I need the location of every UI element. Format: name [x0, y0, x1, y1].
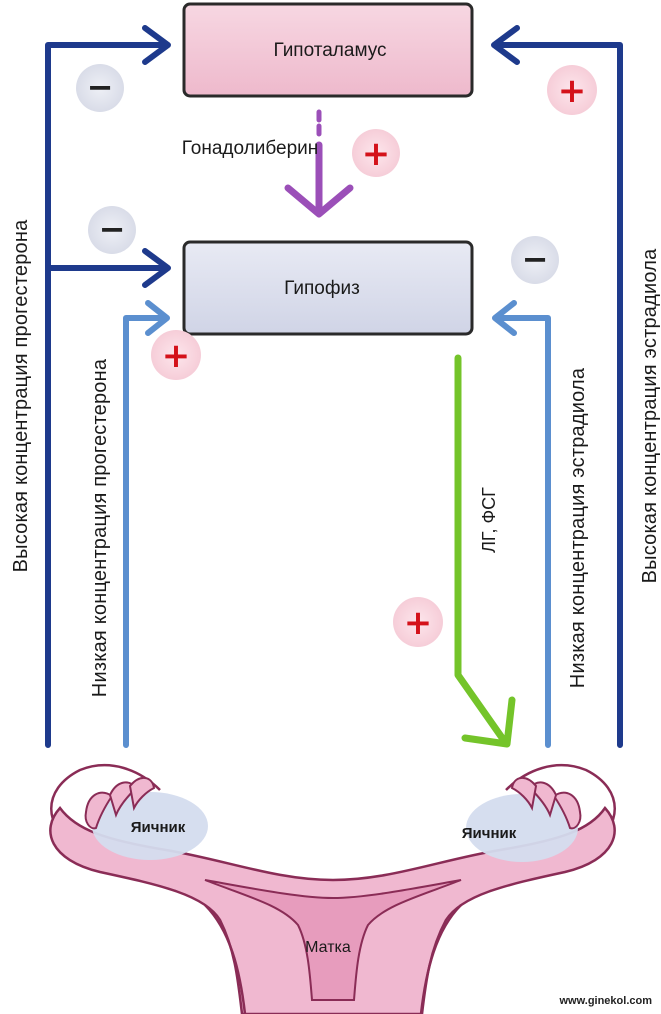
gnrh-arrowhead: [284, 184, 354, 218]
pituitary-node: Гипофиз: [182, 240, 474, 336]
uterus-outline-right: [419, 904, 462, 1014]
lh-fsh-arrowhead: [461, 696, 516, 748]
low-estradiol-label: Низкая концентрация эстрадиола: [567, 367, 589, 688]
uterus-label: Матка: [305, 939, 351, 956]
lh-fsh-label: ЛГ, ФСГ: [479, 487, 499, 553]
hypothalamus-node: Гипоталамус: [182, 2, 474, 98]
high-estradiol-feedback: [491, 25, 623, 748]
fimbriae-right: [510, 777, 582, 830]
minus-sign-high-progesterone-hypothalamus: −: [76, 64, 124, 112]
plus-sign-lh-fsh: +: [393, 597, 443, 647]
plus-sign-text: +: [404, 603, 433, 643]
plus-sign-text: +: [362, 134, 391, 174]
low-progesterone-arrowhead: [145, 300, 170, 336]
lh-fsh-arrow-shaft: [454, 354, 509, 746]
uterus-outline-left: [204, 904, 247, 1014]
hypothalamus-label: Гипоталамус: [273, 40, 386, 61]
high-progesterone-arrowhead-hypothalamus: [142, 25, 171, 65]
watermark: www.ginekol.com: [559, 995, 653, 1007]
high-estradiol-arrowhead: [491, 25, 520, 65]
gnrh-arrow: [284, 109, 354, 218]
high-progesterone-label: Высокая концентрация прогестерона: [10, 219, 32, 573]
minus-sign-text: −: [87, 68, 114, 106]
high-estradiol-line: [494, 42, 623, 748]
plus-sign-low-progesterone: +: [151, 330, 201, 380]
high-progesterone-feedback: [45, 25, 171, 748]
plus-sign-text: +: [162, 336, 191, 376]
ovary-left-label: Яичник: [131, 819, 186, 836]
pituitary-box: [182, 240, 474, 336]
low-estradiol-feedback: [492, 300, 551, 748]
uterine-cavity: [204, 879, 462, 1001]
low-estradiol-arrowhead: [492, 300, 517, 336]
ovary-left: [92, 792, 208, 860]
lh-fsh-arrow: [454, 354, 516, 748]
minus-sign-text: −: [99, 210, 126, 248]
low-progesterone-feedback: [123, 300, 170, 748]
minus-sign-high-progesterone-pituitary: −: [88, 206, 136, 254]
fimbriae-left: [84, 777, 156, 830]
minus-sign-low-estradiol: −: [511, 236, 559, 284]
high-estradiol-label: Высокая концентрация эстрадиола: [639, 248, 661, 584]
plus-sign-high-estradiol: +: [547, 65, 597, 115]
hypothalamus-box: [182, 2, 474, 98]
low-progesterone-label: Низкая концентрация прогестерона: [89, 358, 111, 697]
low-estradiol-line: [494, 315, 551, 748]
reproductive-organs-illustration: Яичник Яичник Матка: [49, 763, 616, 1014]
plus-sign-gnrh: +: [352, 129, 400, 177]
pituitary-label: Гипофиз: [284, 278, 360, 299]
ovary-right-label: Яичник: [462, 825, 517, 842]
high-progesterone-arrowhead-pituitary: [142, 248, 171, 288]
low-progesterone-line: [123, 315, 168, 748]
gnrh-label: Гонадолиберин: [182, 138, 319, 159]
high-progesterone-line: [45, 42, 168, 748]
minus-sign-text: −: [522, 240, 549, 278]
plus-sign-text: +: [558, 71, 587, 111]
